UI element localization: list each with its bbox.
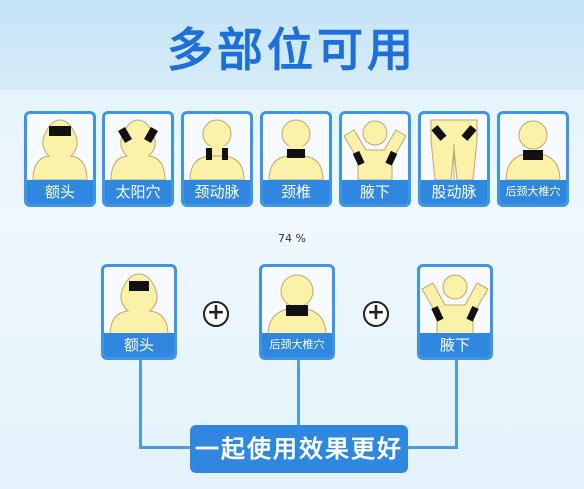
part-label: 后颈大椎穴 — [500, 180, 566, 204]
carotid-figure-icon — [189, 119, 245, 180]
connector-line — [297, 360, 300, 426]
part-label: 颈动脉 — [184, 180, 250, 204]
title-band — [0, 0, 584, 90]
temples-figure-icon — [110, 119, 166, 180]
part-label: 颈椎 — [263, 180, 329, 204]
forehead-figure-icon — [32, 119, 88, 180]
part-card-temples: 太阳穴 — [102, 111, 174, 207]
part-card-carotid: 颈动脉 — [181, 111, 253, 207]
plus-icon: + — [203, 301, 229, 327]
armpit-figure-icon — [343, 120, 407, 180]
combo-card-dazhui: 后颈大椎穴 — [259, 264, 335, 360]
armpit-figure-icon — [421, 274, 489, 335]
femoral-figure-icon — [430, 119, 478, 180]
page-title: 多部位可用 — [167, 23, 417, 77]
progress-text: 74 % — [278, 232, 306, 245]
plus-icon: + — [363, 301, 389, 327]
connector-line — [455, 360, 458, 448]
forehead-figure-icon — [109, 273, 169, 335]
part-card-dazhui: 后颈大椎穴 — [497, 111, 569, 207]
connector-line — [139, 446, 193, 449]
connector-line — [405, 446, 458, 449]
dazhui-figure-icon — [267, 274, 327, 335]
combo-card-forehead: 额头 — [101, 264, 177, 360]
dazhui-figure-icon — [505, 120, 561, 180]
connector-line — [139, 360, 142, 448]
cervical-figure-icon — [268, 119, 324, 180]
part-label: 股动脉 — [421, 180, 487, 204]
combined-use-banner: 一起使用效果更好 — [190, 425, 408, 473]
part-label: 额头 — [27, 180, 93, 204]
part-card-femoral: 股动脉 — [418, 111, 490, 207]
combo-label: 腋下 — [420, 333, 490, 357]
part-card-cervical: 颈椎 — [260, 111, 332, 207]
part-card-armpit: 腋下 — [339, 111, 411, 207]
part-label: 太阳穴 — [105, 180, 171, 204]
part-label: 腋下 — [342, 180, 408, 204]
combo-label: 额头 — [104, 333, 174, 357]
part-card-forehead: 额头 — [24, 111, 96, 207]
combo-label: 后颈大椎穴 — [262, 333, 332, 357]
combo-card-armpit: 腋下 — [417, 264, 493, 360]
